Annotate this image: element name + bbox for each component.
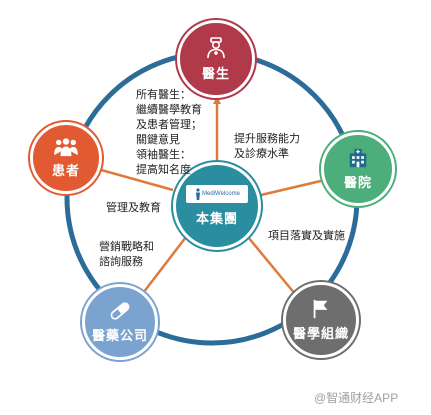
hospital-relation-text: 提升服務能力 及診療水準: [234, 132, 300, 160]
doctor-relation-text: 所有醫生： 繼續醫學教育 及患者管理； 關鍵意見 領袖醫生： 提高知名度: [136, 88, 202, 176]
node-doctor-label: 醫生: [201, 67, 230, 82]
node-patient: 患者: [30, 122, 102, 194]
arrow-to-patient: [92, 165, 174, 192]
arrow-to-pharma: [138, 236, 187, 299]
doctor-icon: [207, 37, 225, 59]
person-icon: [196, 188, 201, 200]
logo-text: MediWelcome: [202, 191, 240, 197]
arrow-to-org: [247, 236, 302, 302]
node-medical-org-label: 醫學組織: [292, 327, 349, 342]
node-pharma-label: 醫藥公司: [91, 329, 148, 344]
org-relation-text: 項目落實及實施: [268, 229, 345, 242]
people-icon: [54, 138, 78, 157]
hospital-building-icon: [349, 148, 367, 168]
watermark: @智通财经APP: [314, 391, 399, 405]
flag-icon: [313, 299, 328, 319]
patient-relation-text: 管理及教育: [106, 201, 161, 214]
pill-icon: [110, 302, 130, 320]
node-medical-org: 醫學組織: [283, 282, 359, 358]
center-node-group: MediWelcome 本集團: [173, 162, 261, 250]
company-logo: MediWelcome: [186, 185, 248, 203]
pharma-relation-text: 營銷戰略和 諮詢服務: [99, 240, 154, 268]
center-label: 本集團: [195, 212, 238, 227]
node-patient-label: 患者: [51, 164, 80, 179]
node-hospital-label: 醫院: [343, 176, 372, 191]
node-pharma: 醫藥公司: [82, 284, 158, 360]
node-doctor: 醫生: [177, 20, 255, 98]
node-hospital: 醫院: [321, 132, 395, 206]
